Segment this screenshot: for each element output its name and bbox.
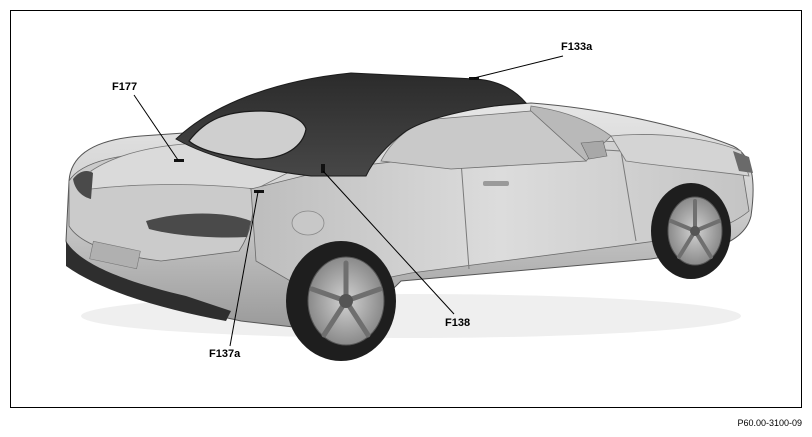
marker-f138 (321, 164, 325, 173)
diagram-frame: F177 F133a F138 F137a (10, 10, 802, 408)
rear-light-right (146, 213, 251, 238)
figure-reference-code: P60.00-3100-09 (737, 418, 802, 428)
front-wheel (651, 183, 731, 279)
rear-window (188, 110, 307, 160)
marker-f177 (174, 159, 184, 162)
marker-f137a (254, 190, 264, 193)
car-illustration (65, 55, 754, 361)
callout-f137a: F137a (209, 348, 241, 360)
marker-f133a (469, 77, 479, 80)
door-handle (483, 181, 509, 186)
hood (610, 134, 750, 177)
leader-f133a (473, 55, 564, 79)
license-plate-area (89, 240, 141, 270)
callout-f133a: F133a (561, 41, 593, 53)
callout-f177: F177 (112, 81, 138, 93)
side-mirror (580, 140, 608, 160)
leader-f138 (322, 170, 455, 315)
fuel-flap (291, 210, 325, 236)
leader-f137a (229, 191, 259, 347)
headlight (733, 151, 753, 173)
rear-light-left (73, 171, 93, 199)
callout-f138: F138 (445, 317, 471, 329)
rear-wheel (286, 241, 396, 361)
leader-f177 (133, 94, 179, 161)
rear-bumper (66, 241, 231, 321)
